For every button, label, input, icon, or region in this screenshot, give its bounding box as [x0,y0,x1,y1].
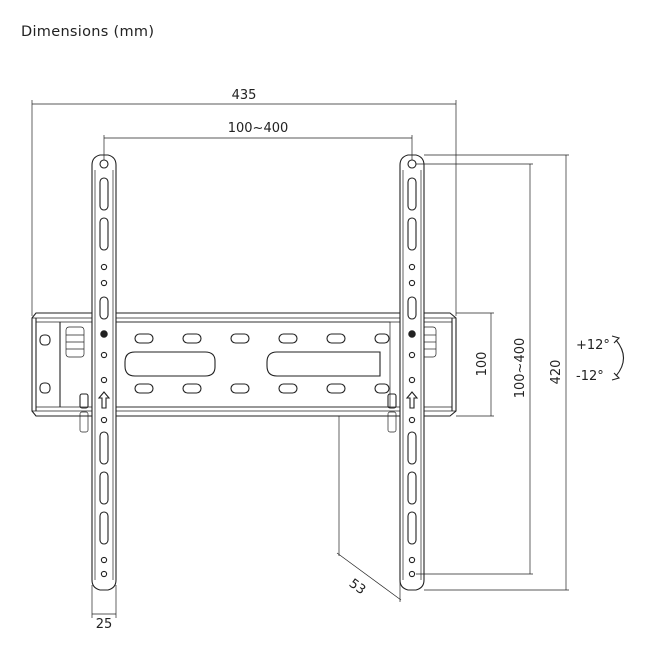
wall-plate-slots [124,333,390,394]
page-title: Dimensions (mm) [21,24,155,40]
dimension-vesa-vertical [416,163,533,575]
bracket-height-label: 100 [475,352,490,377]
arm-width-label: 25 [96,617,113,632]
vesa-vertical-label: 100~400 [513,338,528,399]
dimension-profile-depth [336,416,402,602]
tilt-arrow-icon [611,335,625,381]
dimension-vesa-horizontal [103,135,413,160]
dimension-overall-height [424,154,569,591]
overall-width-label: 435 [232,88,257,103]
tilt-down-label: -12° [576,369,604,384]
overall-height-label: 420 [549,360,564,385]
tilt-up-label: +12° [576,338,610,353]
vesa-horizontal-label: 100~400 [228,121,289,136]
left-arm [79,154,117,591]
wall-plate [31,312,457,417]
right-arm [387,154,425,591]
dimension-arm-width [91,585,117,618]
dimension-bracket-height [456,312,494,417]
dimension-overall-width [31,100,457,316]
profile-depth-label: 53 [346,576,368,598]
